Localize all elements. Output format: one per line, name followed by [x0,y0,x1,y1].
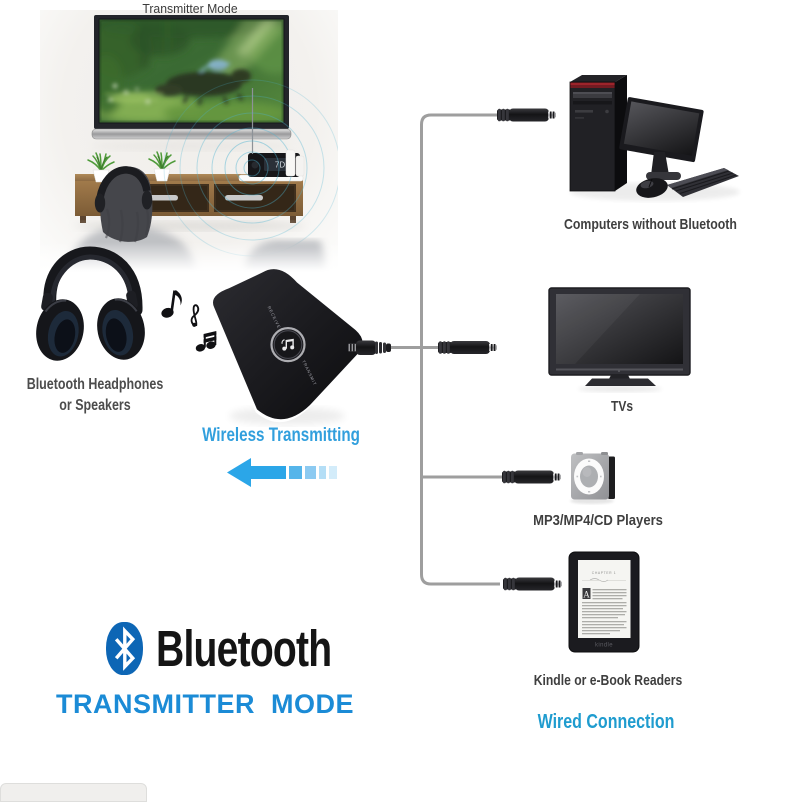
svg-text:A: A [583,590,590,600]
svg-text:kindle: kindle [595,643,613,649]
svg-text:CHAPTER 1: CHAPTER 1 [592,571,616,575]
svg-text:7D: 7D [275,161,285,170]
